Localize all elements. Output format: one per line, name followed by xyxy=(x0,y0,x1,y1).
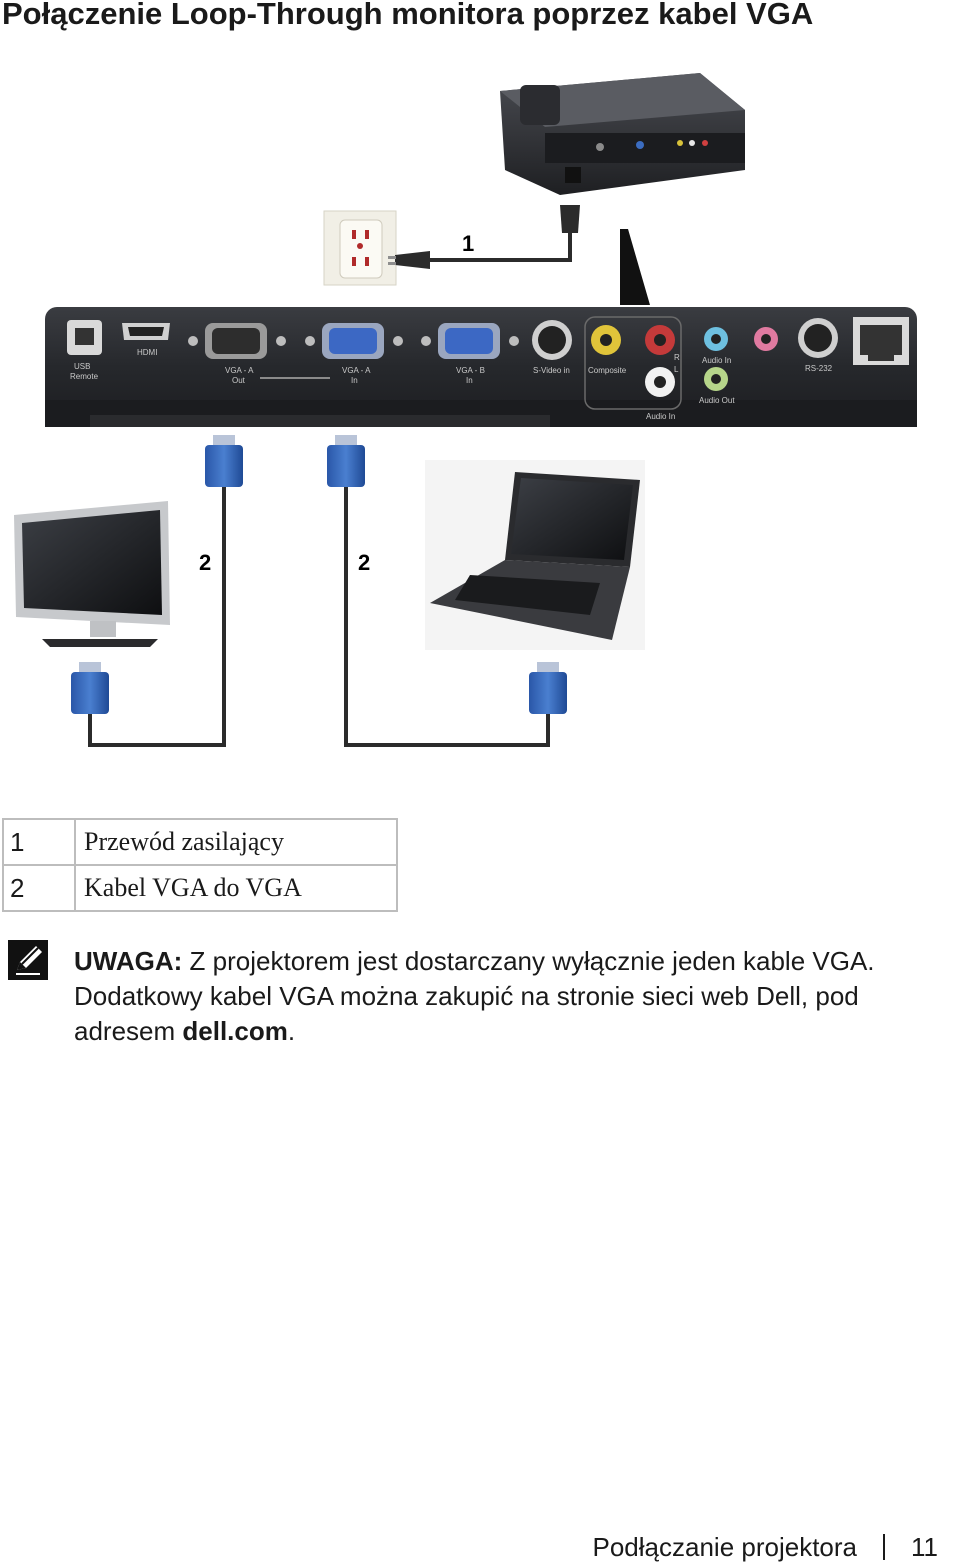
label-r: R xyxy=(674,353,680,362)
label-vga-a-out-sub: Out xyxy=(232,376,246,385)
label-audio-in: Audio In xyxy=(702,356,731,365)
note-lead: UWAGA: xyxy=(74,946,182,976)
callout-2-laptop: 2 xyxy=(358,550,370,575)
legend-description: Kabel VGA do VGA xyxy=(75,865,397,911)
projector-image xyxy=(500,73,745,195)
legend-table: 1 Przewód zasilający 2 Kabel VGA do VGA xyxy=(2,818,398,912)
footer-divider xyxy=(883,1534,885,1560)
wall-outlet-image xyxy=(324,211,396,285)
callout-2-monitor: 2 xyxy=(199,550,211,575)
legend-description: Przewód zasilający xyxy=(75,819,397,865)
connection-diagram: 1 USB Remote HDMI VGA - A Out VGA - A In xyxy=(0,55,960,755)
pencil-note-icon xyxy=(8,940,48,980)
callout-1: 1 xyxy=(462,231,474,256)
label-audio-out: Audio Out xyxy=(699,396,735,405)
page-title: Połączenie Loop-Through monitora poprzez… xyxy=(2,0,813,32)
vga-connector-icon xyxy=(205,435,243,487)
label-vga-a-out: VGA - A xyxy=(225,366,254,375)
power-cable xyxy=(388,205,650,305)
footer-section: Podłączanie projektora xyxy=(593,1532,858,1562)
monitor-image xyxy=(14,501,170,647)
label-vga-b-in: VGA - B xyxy=(456,366,485,375)
label-vga-b-in-sub: In xyxy=(466,376,473,385)
label-composite: Composite xyxy=(588,366,627,375)
legend-row: 1 Przewód zasilający xyxy=(3,819,397,865)
legend-row: 2 Kabel VGA do VGA xyxy=(3,865,397,911)
page-number: 11 xyxy=(911,1532,938,1562)
label-vga-a-in-sub: In xyxy=(351,376,358,385)
dell-link[interactable]: dell.com xyxy=(182,1016,287,1046)
laptop-image xyxy=(425,460,645,650)
note-paragraph: UWAGA: Z projektorem jest dostarczany wy… xyxy=(74,944,954,1049)
label-vga-a-in: VGA - A xyxy=(342,366,371,375)
legend-number: 2 xyxy=(3,865,75,911)
vga-connector-icon xyxy=(327,435,365,487)
label-l: L xyxy=(674,365,679,374)
projector-back-panel: USB Remote HDMI VGA - A Out VGA - A In V… xyxy=(45,307,917,427)
vga-connector-icon xyxy=(71,662,109,714)
label-usb: USB xyxy=(74,362,90,371)
power-plug-image xyxy=(395,251,430,269)
note-tail: . xyxy=(288,1016,295,1046)
legend-number: 1 xyxy=(3,819,75,865)
label-svideo: S-Video in xyxy=(533,366,570,375)
page-footer: Podłączanie projektora 11 xyxy=(593,1532,939,1563)
label-usb-remote: Remote xyxy=(70,372,99,381)
vga-connector-icon xyxy=(529,662,567,714)
label-rs232: RS-232 xyxy=(805,364,833,373)
label-audio-in-rca: Audio In xyxy=(646,412,675,421)
label-hdmi: HDMI xyxy=(137,348,157,357)
